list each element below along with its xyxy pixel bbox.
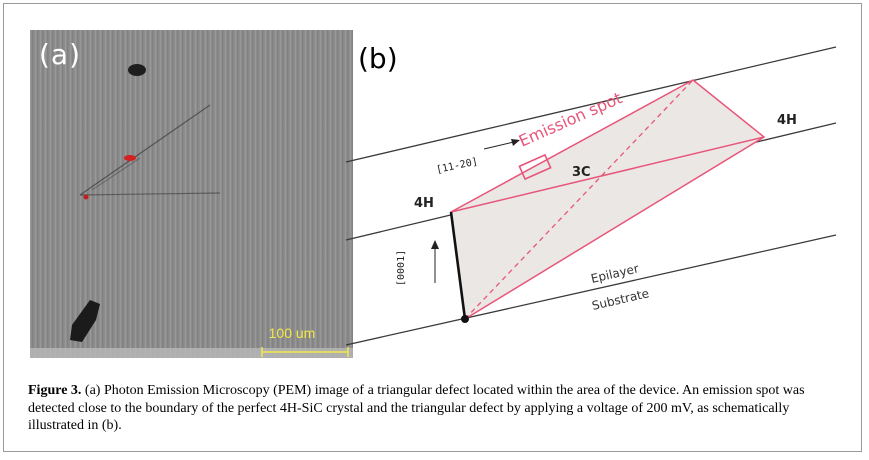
defect-edge-upper bbox=[79, 104, 211, 196]
caption-figure-label: Figure 3. bbox=[28, 383, 82, 398]
defect-diagonal-solid bbox=[450, 136, 765, 213]
substrate-label: Substrate bbox=[591, 286, 651, 313]
dark-particle-bottom bbox=[70, 300, 100, 342]
panel-a-label: (a) bbox=[39, 38, 82, 71]
panel-b-label: (b) bbox=[358, 42, 398, 75]
direction-11-20-label: [11-20] bbox=[435, 156, 479, 176]
pem-image-features bbox=[30, 64, 353, 358]
emission-marker bbox=[124, 155, 136, 161]
arrow-11-20-head bbox=[511, 139, 520, 146]
triangular-defect-region bbox=[450, 79, 766, 321]
polytype-3c-label: 3C bbox=[572, 165, 591, 180]
scale-bar-label: 100 um bbox=[268, 325, 316, 341]
caption-text: (a) Photon Emission Microscopy (PEM) ima… bbox=[28, 383, 805, 433]
defect-edge-lower bbox=[79, 192, 221, 196]
image-bottom-edge bbox=[30, 348, 353, 358]
polytype-4h-right-label: 4H bbox=[777, 113, 797, 128]
epilayer-substrate-interface bbox=[345, 234, 837, 346]
defect-diagonal-dashed bbox=[464, 79, 694, 320]
epilayer-label: Epilayer bbox=[590, 261, 641, 286]
crystal-boundary-segment bbox=[449, 211, 467, 320]
dark-particle-top bbox=[128, 64, 146, 76]
arrow-0001-head bbox=[431, 240, 439, 249]
figure-caption: Figure 3. (a) Photon Emission Microscopy… bbox=[28, 382, 848, 435]
defect-edge-inner bbox=[91, 157, 141, 191]
pem-image-panel: (a) bbox=[30, 30, 353, 358]
direction-0001-label: [0001] bbox=[396, 250, 407, 286]
emission-marker-small bbox=[83, 194, 89, 200]
emission-spot-box bbox=[518, 153, 552, 181]
boundary-dot bbox=[461, 315, 469, 323]
surface-line bbox=[345, 46, 837, 163]
polytype-4h-left-label: 4H bbox=[414, 196, 434, 211]
